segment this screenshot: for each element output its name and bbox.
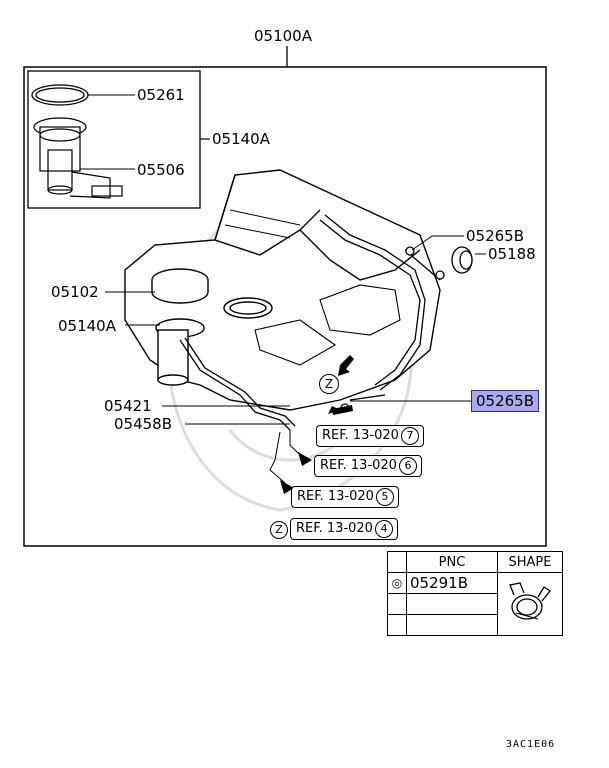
label-tank-band[interactable]: 05102 xyxy=(51,283,99,301)
diagram-code: 3AC1E06 xyxy=(506,739,556,750)
pnc-shape-table: PNC SHAPE ◎ 05291B xyxy=(387,551,563,636)
ref-6-text: REF. 13-020 xyxy=(320,458,397,473)
seal-ring-drawing xyxy=(31,84,135,106)
header-pnc: PNC xyxy=(406,551,498,573)
label-highlighted-part[interactable]: 05265B xyxy=(471,390,540,412)
label-fuel-line[interactable]: 05458B xyxy=(114,415,173,433)
ref-arrows xyxy=(280,355,354,494)
label-main-assembly[interactable]: 05100A xyxy=(254,27,312,45)
ref-7-number: 7 xyxy=(400,426,419,445)
ref-4-marker: Z xyxy=(270,521,288,539)
label-seal-ring[interactable]: 05261 xyxy=(137,86,185,104)
hose-clip-icon xyxy=(509,582,551,620)
ref-6-number: 6 xyxy=(398,456,417,475)
clip-shape-cell xyxy=(497,572,563,636)
ref-4-number: 4 xyxy=(374,519,393,538)
header-shape: SHAPE xyxy=(497,551,563,573)
leader-lines xyxy=(105,235,486,484)
fuel-tank-drawing xyxy=(124,169,441,411)
row-pnc[interactable]: 05291B xyxy=(406,572,498,594)
label-hose-clip[interactable]: 05265B xyxy=(466,227,525,245)
label-filter[interactable]: 05506 xyxy=(137,161,185,179)
main-frame xyxy=(23,66,547,547)
ref-5-number: 5 xyxy=(375,487,394,506)
ref-7-text: REF. 13-020 xyxy=(322,428,399,443)
ref-5-text: REF. 13-020 xyxy=(297,489,374,504)
label-pump-assy-left[interactable]: 05140A xyxy=(58,317,116,335)
ref-4-text: REF. 13-020 xyxy=(296,521,373,536)
label-cap[interactable]: 05188 xyxy=(488,245,536,263)
row-symbol: ◎ xyxy=(387,572,407,594)
pump-module-drawing xyxy=(33,117,135,199)
label-pump-assy-top[interactable]: 05140A xyxy=(212,130,270,148)
label-vapor-hose[interactable]: 05421 xyxy=(104,397,152,415)
z-marker: Z xyxy=(319,374,339,394)
clip-cap-drawing xyxy=(405,246,473,280)
